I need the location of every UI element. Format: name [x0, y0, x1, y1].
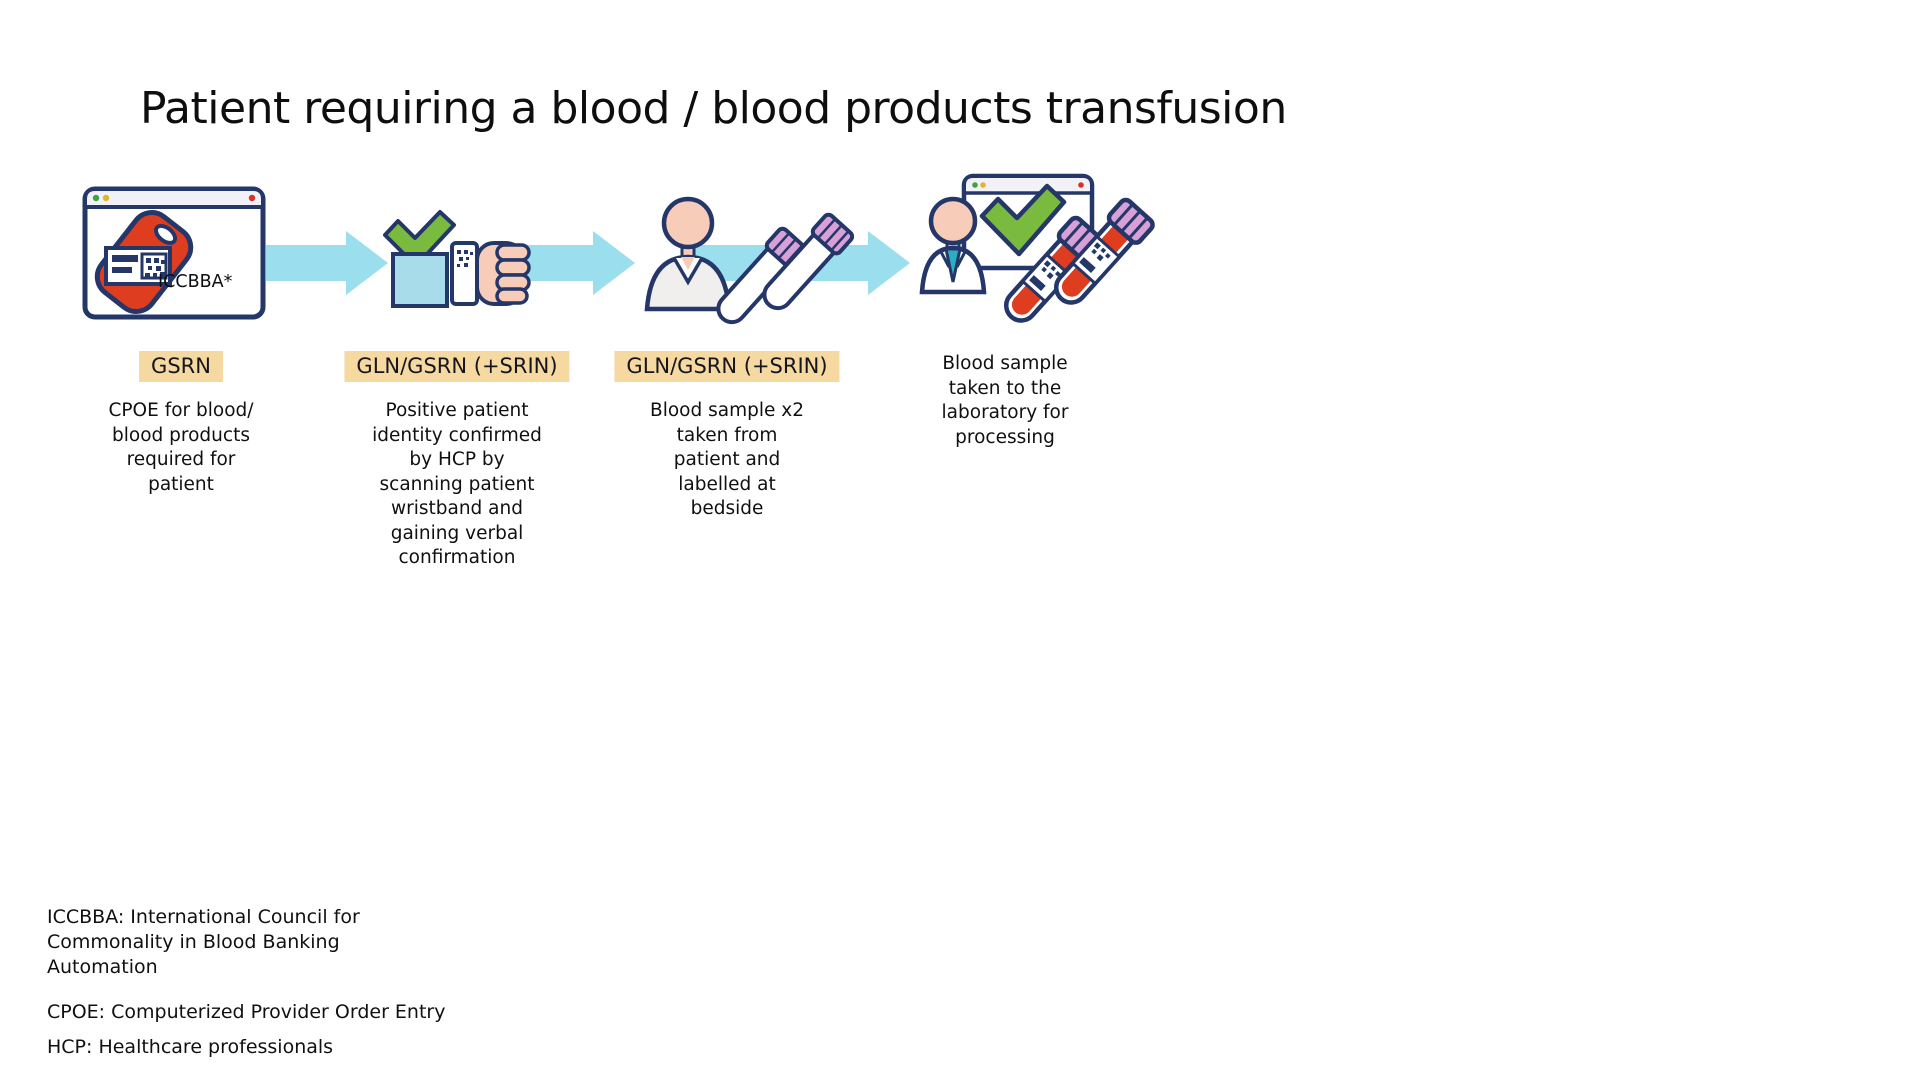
step1-id-badge: GSRN [139, 351, 223, 382]
iccbba-label: ICCBBA* [158, 272, 233, 292]
step4-description: Blood sample taken to the laboratory for… [941, 353, 1069, 448]
footnote-iccbba: ICCBBA: International Council for Common… [47, 906, 360, 978]
arrow-right-icon [266, 231, 388, 295]
patient-blood-sample-tubes-icon [643, 193, 855, 338]
page-title: Patient requiring a blood / blood produc… [140, 83, 1287, 134]
step3-description: Blood sample x2 taken from patient and l… [650, 400, 804, 519]
lab-processing-verified-samples-icon [919, 172, 1155, 330]
footnote-cpoe: CPOE: Computerized Provider Order Entry [47, 1001, 446, 1023]
step3-id-badge: GLN/GSRN (+SRIN) [614, 351, 840, 382]
step2-description: Positive patient identity confirmed by H… [372, 400, 542, 568]
checkmark-wristband-scan-icon [383, 210, 535, 312]
cpoe-order-screen-blood-bag-icon: ICCBBA* [82, 186, 266, 320]
footnote-hcp: HCP: Healthcare professionals [47, 1036, 334, 1058]
step2-id-badge: GLN/GSRN (+SRIN) [344, 351, 570, 382]
step1-description: CPOE for blood/ blood products required … [108, 400, 254, 495]
